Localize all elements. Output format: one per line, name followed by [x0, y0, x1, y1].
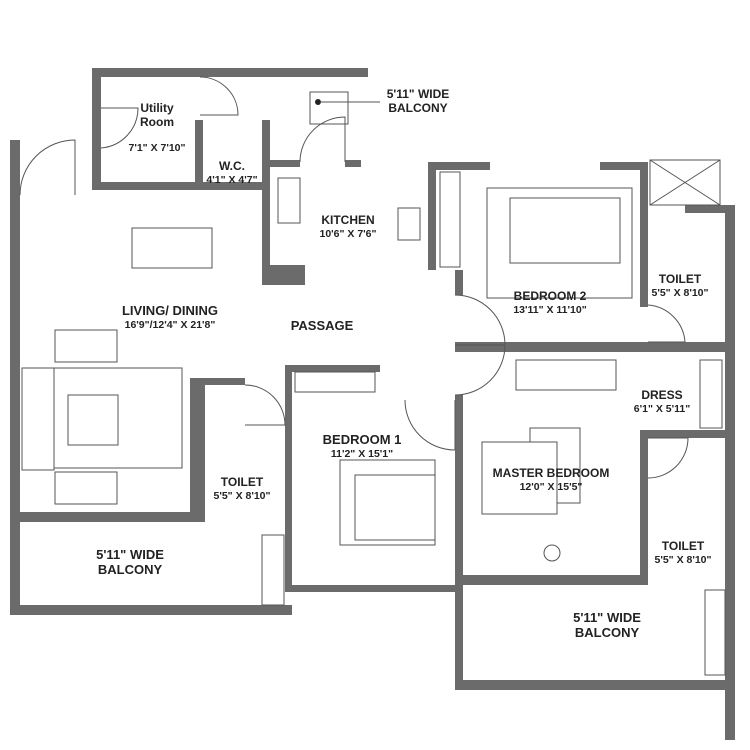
room-dimensions: 13'11" X 11'10": [513, 303, 587, 316]
room-dimensions: 5'5" X 8'10": [654, 553, 712, 566]
room-name: PASSAGE: [290, 318, 354, 333]
room-name: W.C.: [219, 159, 245, 173]
room-name-2: BALCONY: [574, 624, 640, 640]
room-dimensions: 11'2" X 15'1": [330, 447, 394, 460]
room-name: LIVING/ DINING: [121, 303, 219, 318]
label-utility-room: Utility Room 7'1" X 7'10": [128, 101, 186, 154]
label-passage: PASSAGE: [290, 318, 354, 334]
room-name: KITCHEN: [321, 213, 375, 227]
room-dimensions: 12'0" X 15'5": [519, 480, 583, 493]
room-dimensions: 6'1" X 5'11": [633, 402, 691, 415]
room-dimensions: 5'5" X 8'10": [213, 489, 271, 502]
label-dress: DRESS 6'1" X 5'11": [633, 388, 691, 415]
room-name-2: BALCONY: [388, 100, 448, 115]
label-balcony-right: 5'11" WIDE BALCONY: [573, 610, 641, 641]
label-wc: W.C. 4'1" X 4'7": [206, 159, 258, 186]
room-name: DRESS: [641, 388, 683, 402]
room-dimensions: 7'1" X 7'10": [128, 141, 186, 154]
label-kitchen: KITCHEN 10'6" X 7'6": [319, 213, 377, 240]
label-toilet-left: TOILET 5'5" X 8'10": [213, 475, 271, 502]
room-name-2: Room: [140, 114, 174, 129]
fixtures: [21, 91, 726, 676]
label-master-bedroom: MASTER BEDROOM 12'0" X 15'5": [492, 466, 610, 493]
label-bedroom-1: BEDROOM 1 11'2" X 15'1": [322, 432, 402, 460]
label-toilet-bedroom-2: TOILET 5'5" X 8'10": [651, 272, 709, 299]
room-name: MASTER BEDROOM: [492, 466, 610, 480]
label-balcony-left: 5'11" WIDE BALCONY: [96, 547, 164, 578]
room-name: BEDROOM 2: [513, 289, 587, 303]
room-name: TOILET: [661, 539, 705, 553]
room-dimensions: 10'6" X 7'6": [319, 227, 377, 240]
label-toilet-master: TOILET 5'5" X 8'10": [654, 539, 712, 566]
room-name: BEDROOM 1: [322, 432, 402, 447]
doors: [19, 76, 689, 479]
room-dimensions: 5'5" X 8'10": [651, 286, 709, 299]
room-name-2: BALCONY: [97, 561, 163, 577]
room-name: Utility: [140, 101, 174, 115]
walls: [10, 68, 735, 740]
room-name: TOILET: [220, 475, 264, 489]
room-dimensions: 4'1" X 4'7": [206, 173, 258, 186]
room-name: TOILET: [658, 272, 702, 286]
room-name: 5'11" WIDE: [96, 547, 164, 562]
label-bedroom-2: BEDROOM 2 13'11" X 11'10": [513, 289, 587, 316]
room-name: 5'11" WIDE: [386, 87, 450, 101]
room-name: 5'11" WIDE: [573, 610, 641, 625]
label-top-balcony: 5'11" WIDE BALCONY: [386, 87, 450, 116]
label-living-dining: LIVING/ DINING 16'9"/12'4" X 21'8": [121, 303, 219, 331]
room-dimensions: 16'9"/12'4" X 21'8": [124, 318, 216, 331]
